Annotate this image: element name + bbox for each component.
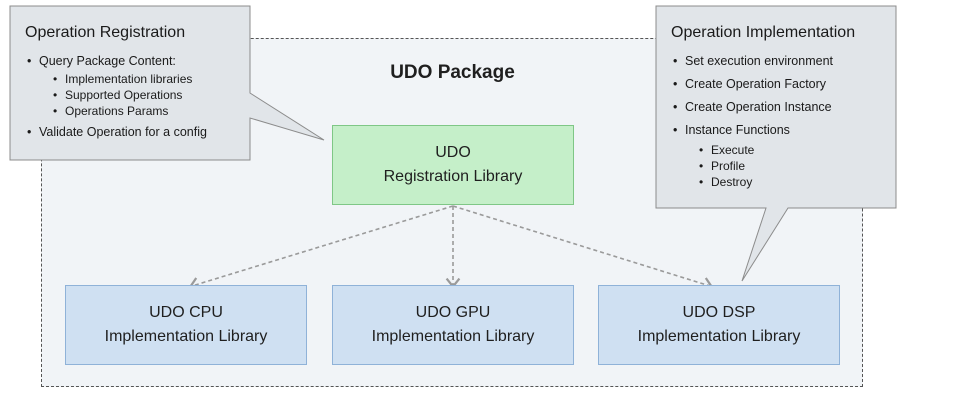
sub-list-item: Destroy	[685, 174, 891, 190]
cpu-line1: UDO CPU	[149, 304, 223, 321]
dsp-line2: Implementation Library	[637, 328, 801, 345]
callout-implementation-list: Set execution environment Create Operati…	[671, 54, 891, 190]
registration-line2: Registration Library	[383, 168, 523, 185]
cpu-implementation-box: UDO CPU Implementation Library	[65, 285, 307, 365]
list-item: Instance Functions Execute Profile Destr…	[671, 123, 891, 190]
sub-list-item: Supported Operations	[39, 87, 245, 103]
list-item: Create Operation Instance	[671, 100, 891, 114]
registration-library-box: UDO Registration Library	[332, 125, 574, 205]
registration-line1: UDO	[435, 144, 471, 161]
callout-implementation-title: Operation Implementation	[671, 24, 856, 41]
gpu-implementation-box: UDO GPU Implementation Library	[332, 285, 574, 365]
sub-list-item: Implementation libraries	[39, 71, 245, 87]
sub-list-item: Profile	[685, 158, 891, 174]
callout-registration: Operation Registration Query Package Con…	[25, 24, 245, 139]
list-item: Set execution environment	[671, 54, 891, 68]
list-item-label: Set execution environment	[685, 54, 834, 68]
dsp-line1: UDO DSP	[682, 304, 756, 321]
cpu-line2: Implementation Library	[104, 328, 268, 345]
dsp-implementation-box: UDO DSP Implementation Library	[598, 285, 840, 365]
sub-list-item: Execute	[685, 142, 891, 158]
list-item-label: Validate Operation for a config	[39, 125, 207, 139]
list-item: Validate Operation for a config	[25, 125, 245, 139]
list-item-label: Create Operation Factory	[685, 77, 827, 91]
callout-registration-title: Operation Registration	[25, 24, 186, 41]
list-item-label: Create Operation Instance	[685, 100, 832, 114]
callout-registration-list: Query Package Content: Implementation li…	[25, 54, 245, 139]
sub-list-item: Operations Params	[39, 103, 245, 119]
callout-implementation: Operation Implementation Set execution e…	[671, 24, 891, 190]
gpu-line2: Implementation Library	[371, 328, 535, 345]
list-item: Create Operation Factory	[671, 77, 891, 91]
gpu-line1: UDO GPU	[415, 304, 491, 321]
list-item-label: Query Package Content:	[39, 54, 176, 68]
package-title: UDO Package	[390, 62, 515, 83]
arrow-to-dsp	[452, 205, 714, 292]
arrow-to-cpu	[188, 205, 454, 292]
list-item: Query Package Content: Implementation li…	[25, 54, 245, 119]
list-item-label: Instance Functions	[685, 123, 790, 137]
